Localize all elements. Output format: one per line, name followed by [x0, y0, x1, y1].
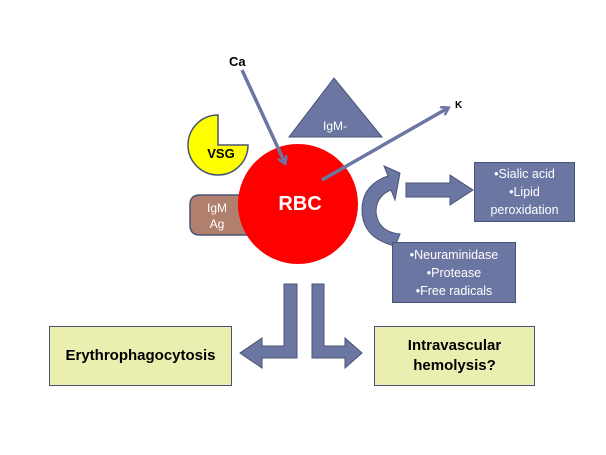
vsg-pacman-shape: [187, 114, 249, 176]
erythrophagocytosis-box: Erythrophagocytosis: [49, 326, 232, 386]
intravascular-hemolysis-box: Intravascular hemolysis?: [374, 326, 535, 386]
damage-agents-box: •Neuraminidase •Protease •Free radicals: [392, 242, 516, 303]
effect-item: peroxidation: [490, 203, 559, 217]
hemolysis-label-line2: hemolysis?: [413, 357, 496, 374]
igm-ag-label-line1: IgM: [207, 201, 227, 215]
agent-item: •Free radicals: [415, 283, 493, 298]
hemolysis-label-line1: Intravascular: [407, 337, 502, 354]
vsg-label: VSG: [207, 146, 234, 161]
bent-arrow-right: [311, 283, 363, 370]
calcium-influx-arrow: [240, 69, 285, 163]
curved-arrow: [361, 165, 401, 247]
effect-item: •Sialic acid: [494, 167, 555, 181]
membrane-effects-box: •Sialic acid •Lipid peroxidation: [474, 162, 575, 222]
igm-minus-label: IgM-: [323, 119, 347, 133]
igm-ag-label-line2: Ag: [210, 217, 225, 231]
rbc-cell: [238, 144, 358, 264]
igm-minus-triangle: [287, 77, 384, 138]
agent-item: •Protease: [426, 265, 482, 280]
effect-item: •Lipid: [509, 185, 540, 199]
rbc-label: RBC: [278, 193, 321, 215]
potassium-efflux-arrow: [321, 108, 448, 182]
block-arrow-right: [405, 174, 474, 206]
calcium-label: Ca: [229, 54, 246, 69]
agent-item: •Neuraminidase: [409, 247, 499, 262]
potassium-label: K: [455, 100, 463, 111]
bent-arrow-left: [239, 283, 298, 369]
erythrophagocytosis-label: Erythrophagocytosis: [65, 347, 216, 364]
